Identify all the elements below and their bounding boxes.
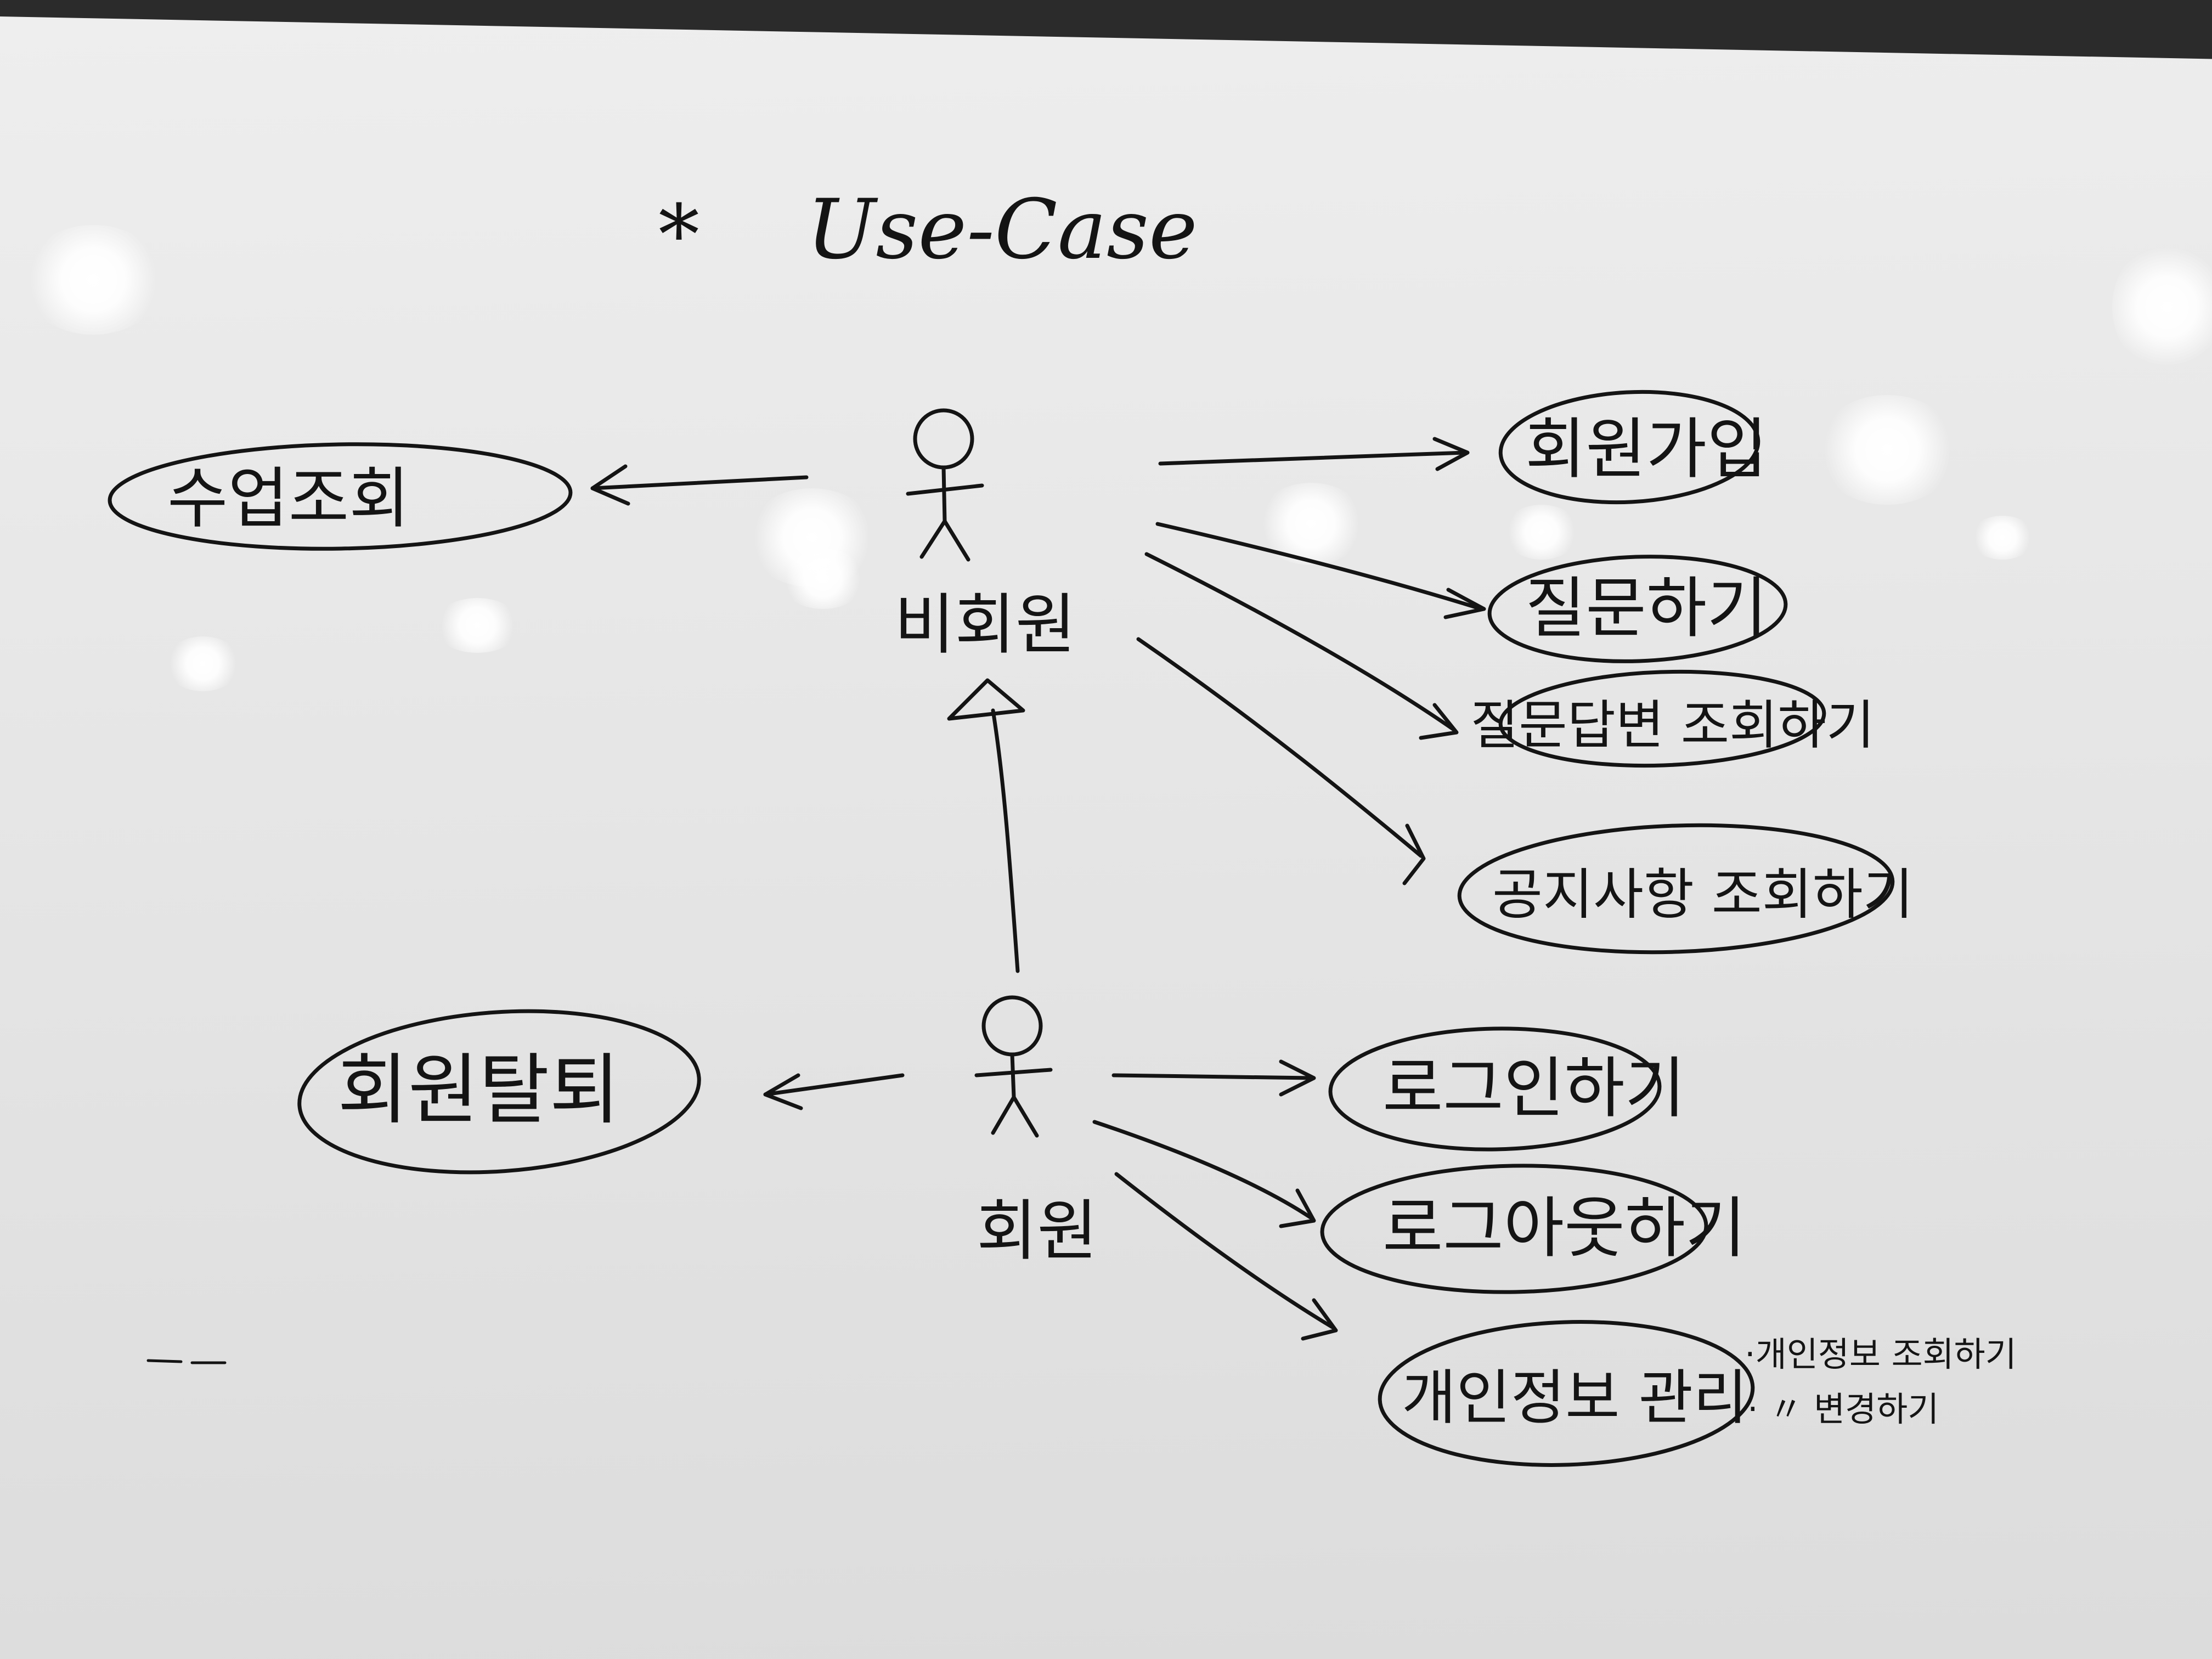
light-reflection (1503, 505, 1580, 560)
association-arrow-login (1111, 1059, 1316, 1097)
actor-non-member-label: 비회원 (894, 587, 1076, 663)
light-reflection (1816, 395, 1959, 505)
use-case-personal-info-ellipse (1378, 1320, 1755, 1467)
use-case-course-search: 수업조회 (167, 461, 410, 537)
use-case-view-notice-ellipse (1457, 823, 1895, 955)
light-reflection (165, 636, 241, 691)
light-reflection (2112, 241, 2212, 373)
association-arrow-logout (1092, 1120, 1316, 1228)
use-case-personal-info: 개인정보 관리 (1402, 1364, 1748, 1432)
association-arrow-ask-question (1155, 522, 1486, 619)
actor-non-member-figure (906, 408, 984, 562)
association-arrow-withdraw (763, 1073, 905, 1110)
use-case-logout-ellipse (1320, 1164, 1708, 1294)
association-arrow-signup (1158, 437, 1470, 471)
actor-member-label: 회원 (977, 1193, 1098, 1269)
use-case-withdraw-ellipse (297, 1009, 701, 1175)
use-case-login-ellipse (1328, 1026, 1662, 1152)
association-arrow-view-qa (1144, 552, 1459, 740)
association-arrow-course-search (590, 464, 809, 506)
use-case-signup: 회원가입 (1525, 411, 1768, 488)
association-arrow-view-notice (1136, 637, 1426, 885)
stray-mark (146, 1359, 183, 1363)
note-view-personal-info: ·개인정보 조회하기 (1745, 1334, 2017, 1374)
light-reflection (779, 549, 867, 609)
use-case-signup-ellipse (1498, 390, 1760, 505)
association-arrow-personal-info (1114, 1172, 1338, 1341)
use-case-login: 로그인하기 (1383, 1051, 1685, 1127)
use-case-view-notice: 공지사항 조회하기 (1492, 862, 1914, 927)
use-case-withdraw: 회원탈퇴 (337, 1046, 620, 1135)
light-reflection (433, 598, 521, 653)
title-marker: * (658, 188, 699, 283)
use-case-logout: 로그아웃하기 (1383, 1190, 1746, 1267)
use-case-ask-question: 질문하기 (1525, 571, 1768, 647)
use-case-course-search-ellipse (108, 442, 573, 551)
use-case-view-qa: 질문답변 조회하기 (1470, 695, 1875, 756)
diagram-title: Use-Case (806, 182, 1198, 278)
note-change-personal-info: · 〃 변경하기 (1747, 1389, 1939, 1429)
generalization-arrow (947, 678, 1025, 973)
actor-member-figure (974, 995, 1053, 1138)
light-reflection (1970, 516, 2035, 560)
use-case-ask-question-ellipse (1487, 555, 1788, 663)
use-case-view-qa-ellipse (1498, 669, 1826, 768)
light-reflection (22, 225, 165, 335)
